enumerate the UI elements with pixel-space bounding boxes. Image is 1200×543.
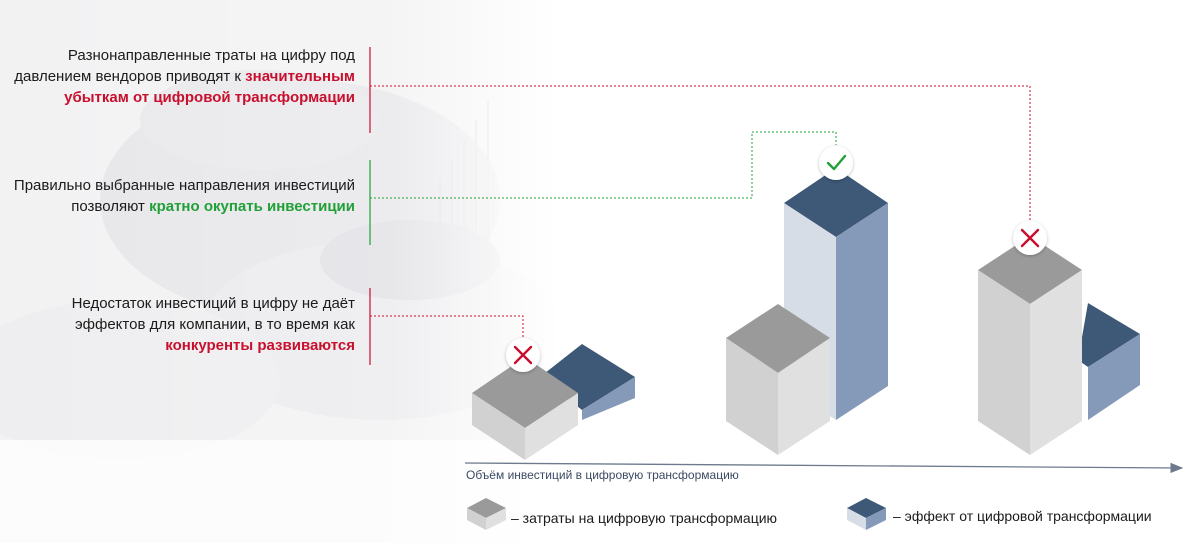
legend-costs-label: – затраты на цифровую трансформацию <box>511 510 778 526</box>
cross-icon <box>506 338 540 372</box>
statement-underinvest-text: Недостаток инвестиций в цифру не даёт эф… <box>71 295 355 333</box>
bar-group-high <box>978 236 1140 455</box>
statement-underinvest: Недостаток инвестиций в цифру не даёт эф… <box>10 293 355 356</box>
statement-losses-highlight: значительным убыткам от цифровой трансфо… <box>64 68 355 106</box>
legend-costs-swatch <box>467 498 506 530</box>
connector-underinvest <box>370 315 524 337</box>
bar-group-low <box>472 344 635 460</box>
statement-losses: Разнонаправленные траты на цифру под дав… <box>10 45 355 108</box>
statement-underinvest-highlight: конкуренты развиваются <box>165 337 355 354</box>
cross-icon <box>1013 221 1047 255</box>
legend-effect-swatch <box>847 498 886 530</box>
statement-losses-text: Разнонаправленные траты на цифру под дав… <box>14 47 355 85</box>
check-icon <box>819 146 853 180</box>
connector-losses <box>370 85 1031 225</box>
cost-block-optimal <box>726 304 830 455</box>
legend-effect-label: – эффект от цифровой трансформации <box>893 508 1152 524</box>
effect-block-high <box>1078 303 1140 420</box>
statement-payback: Правильно выбранные направления инвестиц… <box>10 175 355 217</box>
bar-group-optimal <box>726 168 888 455</box>
connector-payback <box>370 131 837 199</box>
cost-block-high <box>978 236 1082 455</box>
investment-axis <box>464 462 1184 474</box>
statement-payback-highlight: кратно окупать инвестиции <box>149 198 355 215</box>
axis-label: Объём инвестиций в цифровую трансформаци… <box>466 468 739 482</box>
statement-payback-text: Правильно выбранные направления инвестиц… <box>13 177 355 215</box>
cost-block-low <box>472 357 578 460</box>
